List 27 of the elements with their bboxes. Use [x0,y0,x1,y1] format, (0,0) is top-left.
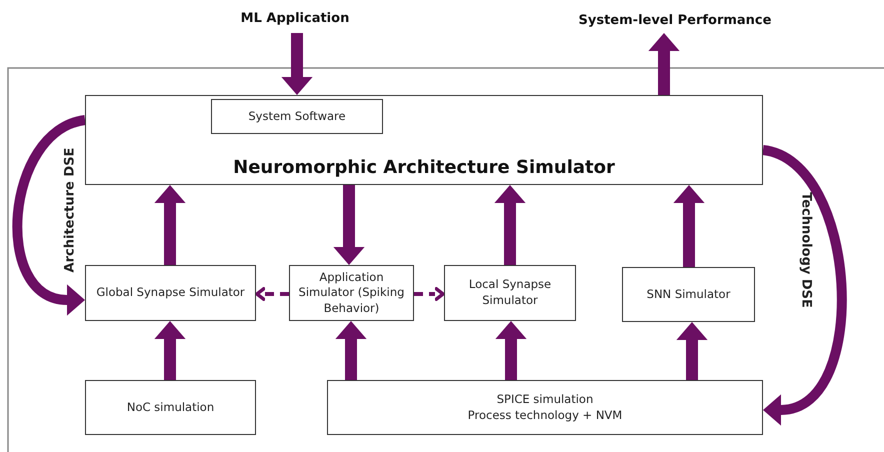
block-arrow [495,321,527,380]
flow-label: ML Application [240,10,350,26]
curved-arrow [761,145,846,426]
block-arrow [673,185,705,267]
dashed-arrow [255,286,289,302]
process-box: Local Synapse Simulator [444,265,576,321]
process-box: Global Synapse Simulator [85,265,256,321]
process-box: SNN Simulator [622,267,755,322]
edge-label: Architecture DSE [62,148,78,272]
dashed-arrow [414,286,445,302]
block-arrow [154,321,186,380]
block-arrow [494,185,526,265]
block-arrow [335,321,367,380]
edge-label: Technology DSE [798,192,814,308]
process-box: NoC simulation [85,380,256,435]
block-arrow [333,185,365,265]
block-arrow [281,33,313,95]
simulator-frame-box [85,95,763,185]
block-arrow [676,322,708,380]
block-arrow [154,185,186,265]
box-heading: Neuromorphic Architecture Simulator [233,157,615,180]
curved-arrow [12,115,86,316]
process-box: SPICE simulation Process technology + NVM [327,380,763,435]
process-box: Application Simulator (Spiking Behavior) [289,265,414,321]
block-arrow [648,33,680,95]
process-box: System Software [211,99,383,134]
flow-label: System-level Performance [578,12,772,28]
